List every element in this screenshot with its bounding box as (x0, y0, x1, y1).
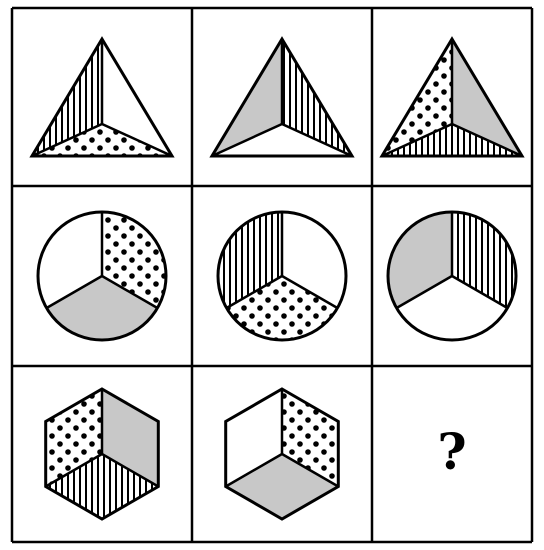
puzzle-cell (388, 212, 516, 340)
puzzle-cell (218, 212, 346, 340)
circle-figure (388, 212, 516, 340)
circle-figure (38, 212, 166, 340)
puzzle-cell: ? (437, 422, 466, 481)
circle-figure (218, 212, 346, 340)
question-mark: ? (437, 422, 466, 481)
puzzle-cell (38, 212, 166, 340)
